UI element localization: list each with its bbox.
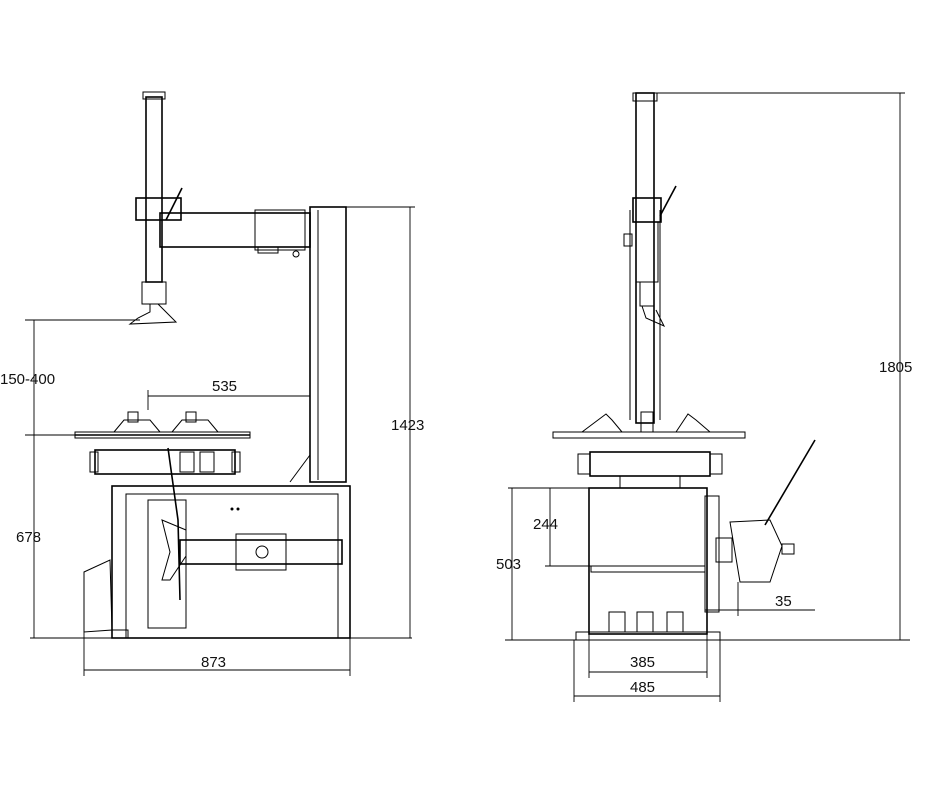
dim-overall-height: 1805 xyxy=(879,359,912,376)
front-pedal-3 xyxy=(666,611,684,633)
dim-column-height: 1423 xyxy=(391,417,424,434)
side-dimensions: 150-400 678 535 1423 873 xyxy=(0,206,424,676)
dim-bead-breaker-offset: 35 xyxy=(775,593,792,610)
side-column xyxy=(309,206,347,483)
dim-cabinet-height: 503 xyxy=(496,556,521,573)
dim-base-to-table: 678 xyxy=(16,529,41,546)
dim-base-width: 485 xyxy=(630,679,655,696)
side-horizontal-arm xyxy=(159,212,311,248)
front-mount-head xyxy=(641,305,666,328)
side-bead-breaker xyxy=(179,539,343,565)
side-view xyxy=(30,91,412,639)
side-mount-head xyxy=(128,303,178,325)
dim-cabinet-width: 385 xyxy=(630,654,655,671)
front-vertical-shaft xyxy=(635,92,655,424)
front-bead-breaker-head xyxy=(729,519,783,583)
dim-overall-width: 873 xyxy=(201,654,226,671)
front-turntable xyxy=(552,431,746,439)
side-pedal-block xyxy=(83,559,113,633)
side-vertical-shaft xyxy=(145,96,163,283)
dim-arm-reach: 535 xyxy=(212,378,237,395)
side-clamp-cylinder xyxy=(94,449,236,475)
dim-clamp-height-range: 150-400 xyxy=(0,371,55,388)
front-pedal-2 xyxy=(636,611,654,633)
front-cabinet xyxy=(588,487,708,635)
front-pedal-1 xyxy=(608,611,626,633)
front-bead-breaker-lever xyxy=(764,439,816,526)
front-clamp-cylinder xyxy=(589,451,711,477)
front-dimensions: 1805 503 244 35 385 485 xyxy=(496,92,912,702)
front-view xyxy=(505,92,910,641)
dim-pedal-height: 244 xyxy=(533,516,558,533)
